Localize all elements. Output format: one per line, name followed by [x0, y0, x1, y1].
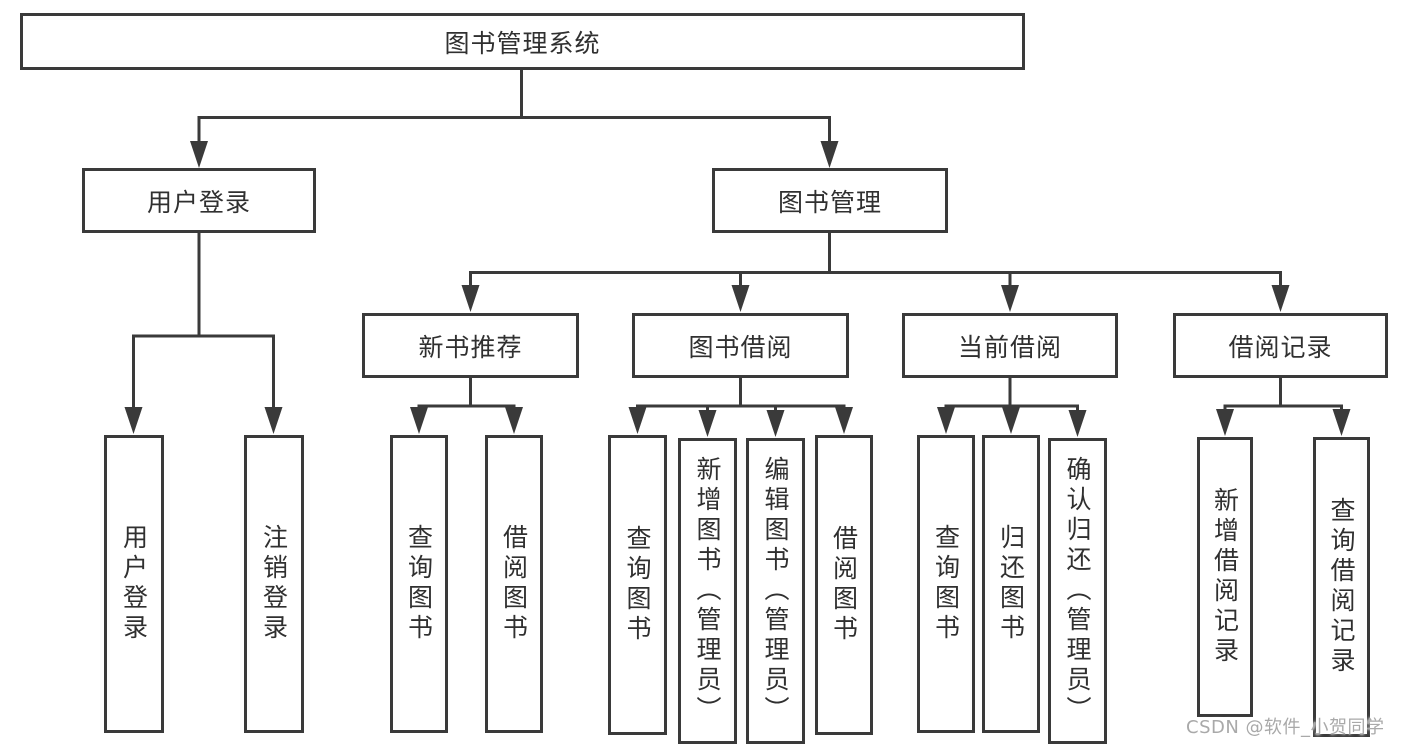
leaf-search-books-borrow: 查询图书: [608, 435, 667, 735]
node-book-management: 图书管理: [712, 168, 948, 233]
node-label: 编辑图书（管理员）: [761, 456, 790, 726]
leaf-logout: 注销登录: [244, 435, 304, 733]
node-current-borrow: 当前借阅: [902, 313, 1118, 378]
node-label: 借阅图书: [499, 524, 529, 644]
node-label: 查询图书: [404, 524, 434, 644]
leaf-add-borrow-record: 新增借阅记录: [1197, 437, 1253, 717]
leaf-return-book: 归还图书: [982, 435, 1040, 733]
node-label: 查询图书: [623, 525, 652, 645]
leaf-confirm-return-admin: 确认归还（管理员）: [1048, 438, 1107, 744]
leaf-search-books-current: 查询图书: [917, 435, 975, 733]
node-label: 归还图书: [996, 524, 1026, 644]
node-label: 借阅图书: [829, 525, 859, 645]
node-label: 新书推荐: [418, 332, 523, 362]
node-label: 图书借阅: [688, 332, 793, 362]
node-library-system: 图书管理系统: [20, 13, 1025, 70]
leaf-user-login: 用户登录: [104, 435, 164, 733]
node-label: 注销登录: [259, 524, 289, 644]
node-user-login: 用户登录: [82, 168, 316, 233]
node-label: 查询图书: [931, 524, 961, 644]
leaf-borrow-books-recommend: 借阅图书: [485, 435, 543, 733]
node-label: 借阅记录: [1228, 332, 1333, 362]
node-label: 查询借阅记录: [1327, 497, 1356, 677]
node-new-book-recommend: 新书推荐: [362, 313, 579, 378]
node-borrow-records: 借阅记录: [1173, 313, 1388, 378]
leaf-borrow-books-borrow: 借阅图书: [815, 435, 873, 735]
node-label: 当前借阅: [957, 332, 1062, 362]
node-label: 新增图书（管理员）: [693, 456, 722, 726]
csdn-watermark: CSDN @软件_小贺同学: [1186, 717, 1385, 738]
node-label: 用户登录: [146, 187, 251, 217]
leaf-search-books-recommend: 查询图书: [390, 435, 448, 733]
node-label: 图书管理系统: [444, 28, 601, 58]
leaf-edit-book-admin: 编辑图书（管理员）: [746, 438, 805, 744]
node-label: 用户登录: [119, 524, 149, 644]
leaf-search-borrow-record: 查询借阅记录: [1313, 437, 1370, 737]
node-label: 确认归还（管理员）: [1063, 456, 1092, 726]
node-label: 新增借阅记录: [1210, 487, 1240, 667]
leaf-add-book-admin: 新增图书（管理员）: [678, 438, 737, 744]
node-book-borrow: 图书借阅: [632, 313, 849, 378]
node-label: 图书管理: [777, 187, 882, 217]
